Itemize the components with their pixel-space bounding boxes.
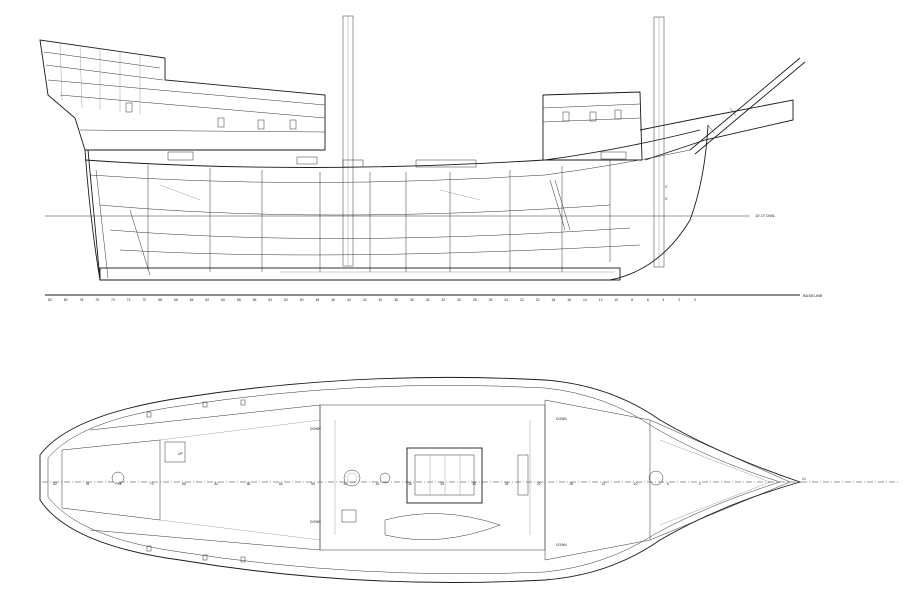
frame-tick-label: 56 [253, 298, 257, 302]
station-tick-label: 2 [699, 482, 701, 486]
bitts [517, 454, 529, 496]
frame-tick-label: 72 [127, 298, 131, 302]
deck-plan-view: CL UP DOWN DOWN DOWN DOWN [39, 376, 900, 583]
frame-tick-label: 38 [394, 298, 398, 302]
frame-tick-label: 42 [363, 298, 367, 302]
frame-tick-label: 32 [441, 298, 445, 302]
frame-tick-label: 70 [143, 298, 147, 302]
deck-hull-outline [39, 376, 802, 583]
frame-tick-label: 62 [205, 298, 209, 302]
station-tick-label: 66 [182, 482, 186, 486]
profile-view: 10'-0" DWL 2' 0' BASELINE 82807876747270… [39, 15, 823, 302]
ships-boat [384, 513, 501, 540]
frame-tick-label: 80 [64, 298, 68, 302]
station-tick-label: 14 [601, 482, 605, 486]
frame-tick-label: 28 [473, 298, 477, 302]
frame-tick-label: 76 [95, 298, 99, 302]
frame-tick-label: 6 [647, 298, 649, 302]
station-tick-label: 42 [376, 482, 380, 486]
frame-tick-label: 46 [331, 298, 335, 302]
down-label-fore-upper: DOWN [556, 417, 567, 421]
frame-tick-label: 68 [158, 298, 162, 302]
frame-tick-label: 58 [237, 298, 241, 302]
quarterdeck [61, 439, 161, 521]
station-tick-label: 70 [150, 482, 154, 486]
frame-tick-label: 82 [48, 298, 52, 302]
mast-partner-fore [648, 470, 664, 486]
station-tick-label: 18 [569, 482, 573, 486]
centerline-label: CL [802, 477, 806, 481]
draft-mark-lower: 0' [665, 197, 668, 201]
waterline-label: 10'-0" DWL [755, 213, 776, 218]
down-label-aft-lower: DOWN [310, 520, 321, 524]
frame-tick-label: 74 [111, 298, 115, 302]
frame-tick-label: 14 [583, 298, 587, 302]
stern-castle [39, 39, 326, 151]
station-tick-label: 34 [440, 482, 444, 486]
frame-tick-label: 50 [300, 298, 304, 302]
station-tick-label: 30 [472, 482, 476, 486]
main-hatch [406, 447, 483, 504]
frame-tick-label: 48 [316, 298, 320, 302]
frame-tick-label: 22 [520, 298, 524, 302]
down-label-fore-lower: DOWN [556, 543, 567, 547]
station-tick-label: 46 [343, 482, 347, 486]
frame-tick-label: 26 [489, 298, 493, 302]
frame-tick-label: 34 [426, 298, 430, 302]
frame-tick-label: 12 [599, 298, 603, 302]
frame-tick-label: 18 [552, 298, 556, 302]
station-tick-label: 58 [247, 482, 251, 486]
frame-tick-label: 4 [663, 298, 665, 302]
station-tick-label: 82 [53, 482, 57, 486]
station-tick-label: 6 [667, 482, 669, 486]
deck-fittings [167, 151, 627, 231]
frame-tick-label: 20 [536, 298, 540, 302]
station-tick-label: 26 [505, 482, 509, 486]
station-tick-label: 78 [85, 482, 89, 486]
station-tick-label: 10 [634, 482, 638, 486]
frame-tick-label: 40 [379, 298, 383, 302]
main-deck [319, 404, 546, 551]
frame-tick-label: 0 [694, 298, 696, 302]
frame-tick-label: 24 [504, 298, 508, 302]
fore-castle [542, 91, 794, 161]
capstan-aft [111, 471, 125, 485]
keel [99, 267, 621, 281]
gunport-markers [146, 399, 246, 563]
station-tick-label: 62 [214, 482, 218, 486]
frame-tick-label: 60 [221, 298, 225, 302]
station-tick-label: 74 [118, 482, 122, 486]
hull-outline [84, 124, 709, 281]
frame-tick-label: 16 [567, 298, 571, 302]
down-label-aft-upper: DOWN [310, 427, 321, 431]
mast-partner-main [379, 472, 391, 484]
frame-tick-label: 52 [284, 298, 288, 302]
frame-tick-label: 2 [678, 298, 680, 302]
draft-mark-upper: 2' [665, 185, 668, 189]
forecastle-deck [544, 399, 651, 561]
hull-frames [147, 160, 611, 272]
frame-tick-label: 54 [268, 298, 272, 302]
frame-tick-label: 10 [614, 298, 618, 302]
frame-tick-label: 36 [410, 298, 414, 302]
station-tick-label: 50 [311, 482, 315, 486]
capstan-main [343, 469, 361, 487]
station-tick-label: 22 [537, 482, 541, 486]
frame-tick-label: 66 [174, 298, 178, 302]
station-tick-label: 38 [408, 482, 412, 486]
masts [342, 15, 665, 268]
baseline-label: BASELINE [803, 293, 823, 298]
frame-tick-label: 8 [631, 298, 633, 302]
frame-tick-label: 78 [80, 298, 84, 302]
stern-mark: UP [178, 452, 183, 456]
frame-tick-label: 30 [457, 298, 461, 302]
station-tick-label: 54 [279, 482, 283, 486]
frame-tick-label: 44 [347, 298, 351, 302]
frame-tick-label: 64 [190, 298, 194, 302]
